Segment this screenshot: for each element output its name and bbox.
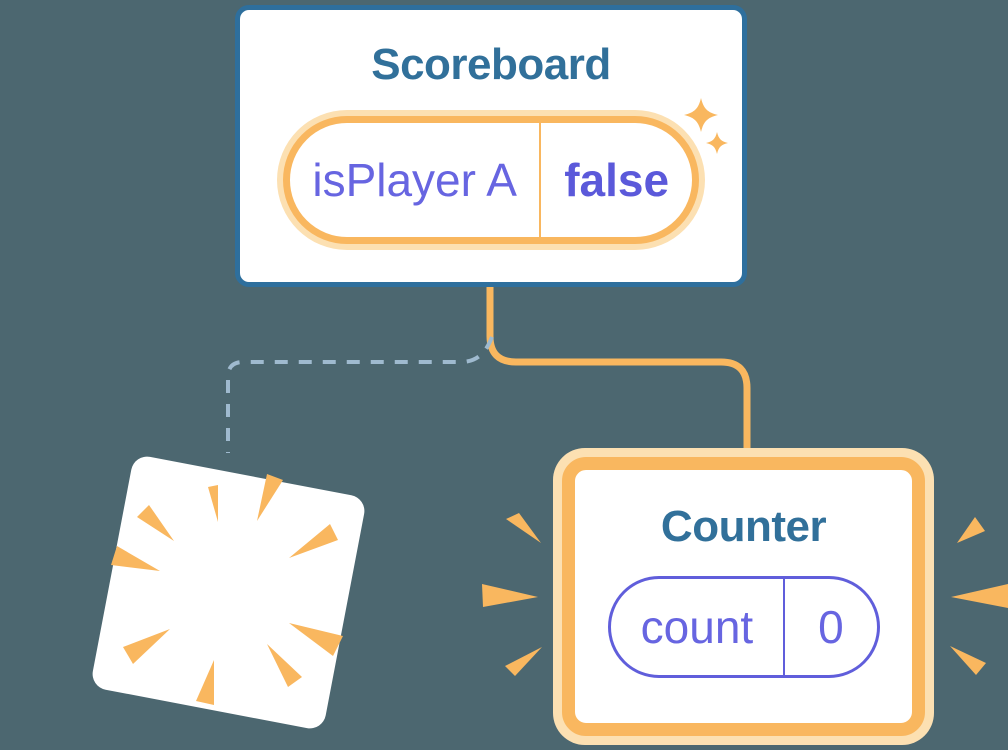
state-name-label: isPlayer A: [312, 154, 517, 206]
removed-edge-dashed-line: [226, 336, 494, 453]
scoreboard-title: Scoreboard: [371, 40, 611, 89]
counter-component-card: Counter count 0: [553, 448, 934, 745]
state-value-cell: 0: [785, 579, 876, 675]
poof-explosion-icon: [92, 456, 365, 729]
state-name-cell: count: [611, 579, 784, 675]
state-value-cell: false: [541, 123, 692, 237]
emphasis-rays-right-icon: [950, 517, 1008, 675]
state-value-label: false: [564, 154, 670, 206]
counter-card-inner: Counter count 0: [562, 457, 925, 736]
emphasis-rays-left-icon: [482, 513, 542, 676]
scoreboard-state-pill: isPlayer A false: [283, 116, 699, 244]
tree-edge-line: [486, 284, 751, 455]
scoreboard-component-card: Scoreboard isPlayer A false: [235, 5, 747, 287]
state-name-label: count: [640, 601, 754, 653]
counter-state-pill: count 0: [607, 576, 880, 678]
state-name-cell: isPlayer A: [290, 123, 539, 237]
pill-divider: [539, 123, 542, 237]
poof-rays: [111, 474, 343, 705]
counter-title: Counter: [660, 502, 827, 551]
state-value-label: 0: [818, 601, 844, 653]
pill-divider: [783, 579, 786, 675]
